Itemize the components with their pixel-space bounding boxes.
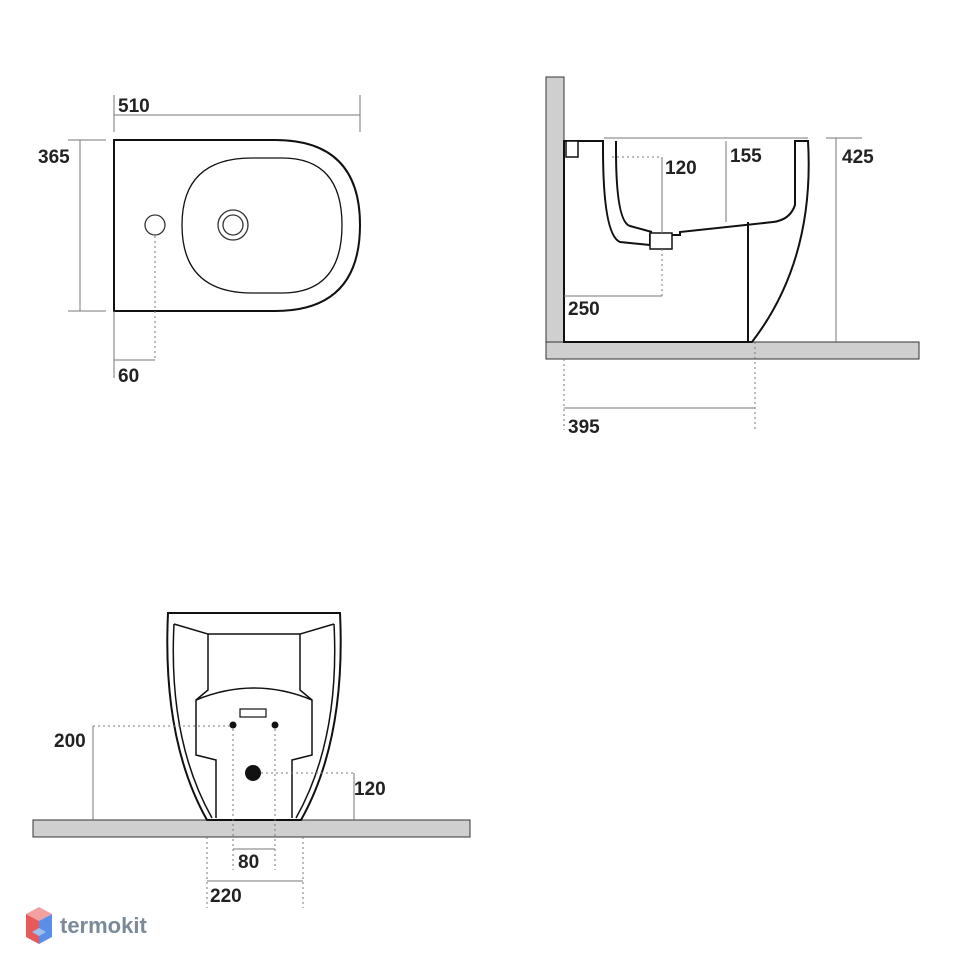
- front-drain-label: 120: [354, 779, 386, 800]
- side-rim-offset-label: 155: [730, 146, 762, 167]
- front-base-width-label: 220: [210, 886, 242, 907]
- bolt-hole-icon: [229, 721, 237, 729]
- side-view-bowl-inner: [615, 141, 653, 233]
- brand-logo: termokit: [26, 907, 147, 944]
- top-width-label: 510: [118, 96, 150, 117]
- side-height-label: 425: [842, 147, 874, 168]
- cube-icon: [26, 907, 52, 944]
- front-inlet-label: 200: [54, 731, 86, 752]
- brand-name: termokit: [60, 913, 147, 938]
- top-hole-offset-label: 60: [118, 366, 139, 387]
- side-floor: [545, 341, 920, 360]
- front-bolt-spacing-label: 80: [238, 852, 259, 873]
- floor-drain-icon: [245, 765, 261, 781]
- side-view: 120 155 425 250 395: [545, 76, 920, 438]
- top-view-bowl: [181, 157, 343, 294]
- side-drain-label: 250: [568, 299, 600, 320]
- wall: [545, 76, 565, 344]
- top-depth-label: 365: [38, 147, 70, 168]
- top-view: 510 365 60: [38, 95, 362, 387]
- bolt-hole-icon: [271, 721, 279, 729]
- side-depth-label: 395: [568, 417, 600, 438]
- front-view: 200 120 80 220: [32, 612, 471, 908]
- front-floor: [32, 819, 471, 838]
- side-inlet-label: 120: [665, 158, 697, 179]
- tap-hole-icon: [144, 214, 166, 236]
- top-view-outline: [113, 139, 362, 312]
